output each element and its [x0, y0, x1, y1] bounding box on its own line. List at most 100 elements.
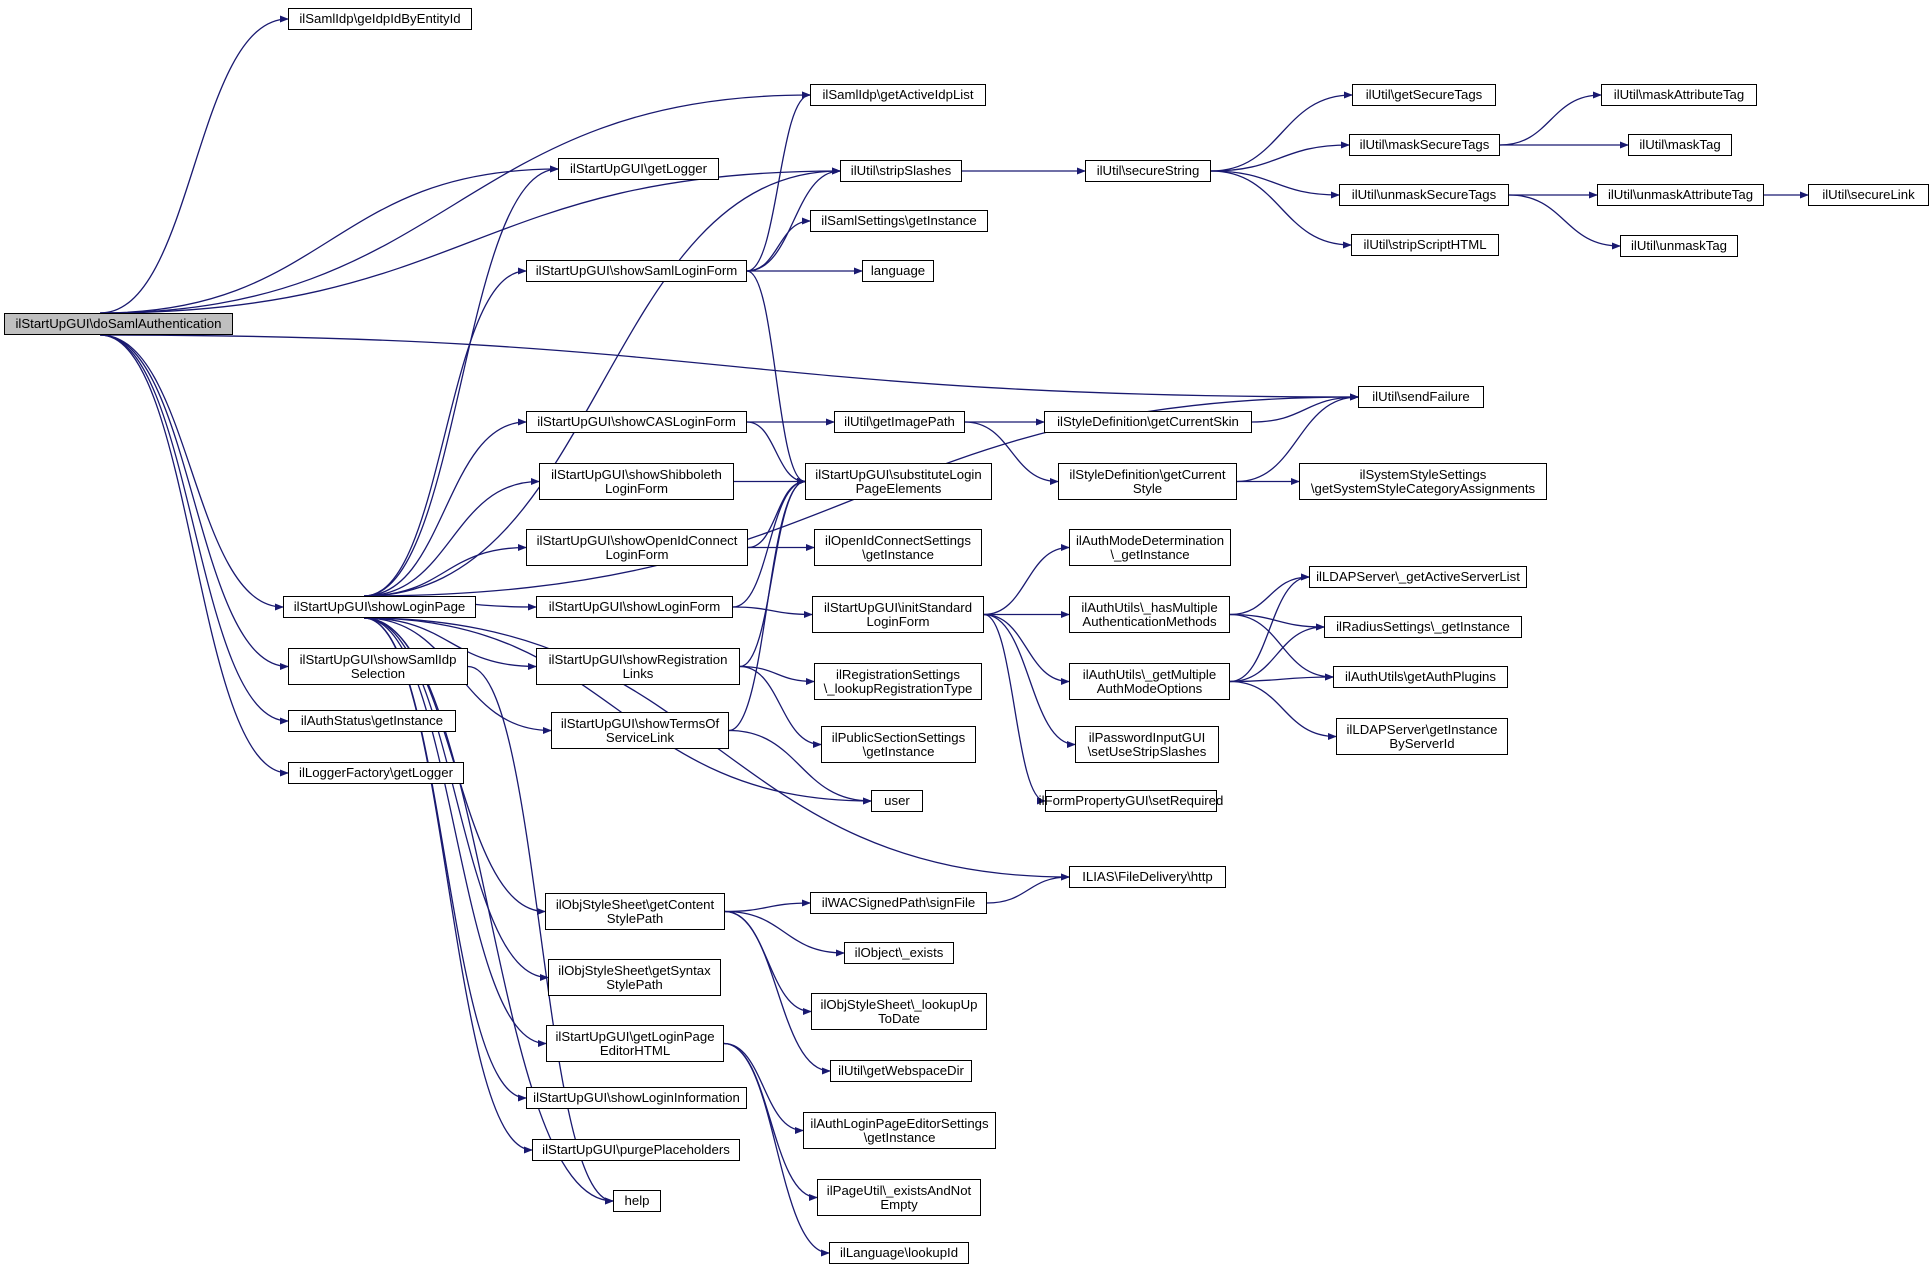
node-label-line: Links	[622, 665, 654, 681]
graph-node-n3[interactable]: ilStartUpGUI\getLogger	[558, 158, 719, 180]
node-label-line: ilSamlSettings\getInstance	[821, 213, 977, 228]
graph-node-n51[interactable]: ilObject\_exists	[844, 942, 954, 964]
graph-node-n16[interactable]: ilUtil\secureLink	[1808, 184, 1929, 206]
edge-n33-to-n39	[1229, 613, 1334, 681]
graph-node-n48[interactable]: ILIAS\FileDelivery\http	[1069, 866, 1226, 888]
graph-node-n13[interactable]: ilUtil\maskAttributeTag	[1601, 84, 1757, 106]
node-label-line: ilStartUpGUI\showCASLoginForm	[537, 414, 736, 429]
graph-node-n2[interactable]: ilSamlIdp\getActiveIdpList	[810, 84, 986, 106]
graph-node-n7[interactable]: language	[862, 260, 934, 282]
graph-node-n10[interactable]: ilUtil\maskSecureTags	[1349, 134, 1500, 156]
graph-node-n8[interactable]: ilUtil\secureString	[1085, 160, 1211, 182]
edge-n36-to-n42	[739, 665, 822, 749]
graph-node-n6[interactable]: ilStartUpGUI\showSamlLoginForm	[526, 260, 747, 282]
graph-node-n25[interactable]: ilSystemStyleSettings\getSystemStyleCate…	[1299, 463, 1547, 500]
node-label-line: ilUtil\getImagePath	[844, 414, 955, 429]
graph-node-n20[interactable]: ilUtil\getImagePath	[834, 411, 965, 433]
graph-node-n37[interactable]: ilRegistrationSettings\_lookupRegistrati…	[814, 663, 982, 700]
graph-node-n19[interactable]: ilStartUpGUI\showCASLoginForm	[526, 411, 747, 433]
edge-root-to-n30	[100, 334, 284, 611]
graph-node-n45[interactable]: ilLoggerFactory\getLogger	[288, 762, 464, 784]
graph-node-n61[interactable]: ilLanguage\lookupId	[829, 1242, 969, 1264]
graph-node-n14[interactable]: ilUtil\maskTag	[1628, 134, 1732, 156]
graph-node-n55[interactable]: ilUtil\getWebspaceDir	[830, 1060, 972, 1082]
node-label-line: ilStartUpGUI\showOpenIdConnect	[536, 532, 738, 548]
graph-node-n34[interactable]: ilRadiusSettings\_getInstance	[1324, 616, 1522, 638]
node-label-line: ilStartUpGUI\initStandard	[823, 599, 973, 615]
graph-node-n31[interactable]: ilStartUpGUI\showLoginForm	[536, 596, 733, 618]
node-label-line: ilAuthLoginPageEditorSettings	[810, 1115, 989, 1131]
edge-n41-to-n46	[728, 729, 872, 805]
node-label-line: AuthModeOptions	[1096, 680, 1203, 696]
node-label-line: ilObject\_exists	[854, 945, 944, 960]
node-label-line: ilRadiusSettings\_getInstance	[1336, 619, 1510, 634]
graph-node-n50[interactable]: ilWACSignedPath\signFile	[810, 892, 987, 914]
node-label-line: ilAuthModeDetermination	[1075, 532, 1225, 548]
node-label-line: ilPublicSectionSettings	[831, 729, 966, 745]
node-label-line: ilStartUpGUI\getLogger	[569, 161, 708, 176]
node-label-line: EditorHTML	[599, 1042, 671, 1058]
graph-node-n12[interactable]: ilUtil\stripScriptHTML	[1351, 234, 1499, 256]
node-label-line: ilStartUpGUI\showSamlLoginForm	[535, 263, 738, 278]
graph-node-n5[interactable]: ilSamlSettings\getInstance	[810, 210, 988, 232]
node-label-line: ilOpenIdConnectSettings	[825, 532, 971, 548]
graph-node-n47[interactable]: ilFormPropertyGUI\setRequired	[1039, 790, 1223, 812]
graph-node-n21[interactable]: ilStyleDefinition\getCurrentSkin	[1044, 411, 1252, 433]
node-label-line: ilSamlIdp\geIdpIdByEntityId	[299, 11, 461, 26]
node-label-line: ilUtil\stripSlashes	[850, 163, 952, 178]
graph-node-n46[interactable]: user	[871, 790, 923, 812]
node-label-line: ilUtil\getSecureTags	[1365, 87, 1483, 102]
graph-node-n11[interactable]: ilUtil\unmaskSecureTags	[1339, 184, 1509, 206]
graph-node-n58[interactable]: ilStartUpGUI\purgePlaceholders	[532, 1139, 740, 1161]
edge-n49-to-n50	[724, 899, 811, 913]
node-label-line: ilUtil\stripScriptHTML	[1363, 237, 1487, 252]
node-label-line: ilUtil\maskSecureTags	[1359, 137, 1490, 152]
node-label-line: ilStartUpGUI\showSamlIdp	[299, 651, 457, 667]
graph-node-n42[interactable]: ilPublicSectionSettings\getInstance	[821, 726, 976, 763]
edge-n38-to-n29	[1229, 573, 1310, 683]
node-label-line: ilPasswordInputGUI	[1088, 729, 1206, 745]
graph-node-n27[interactable]: ilOpenIdConnectSettings\getInstance	[814, 529, 982, 566]
node-label-line: \_getInstance	[1110, 546, 1190, 562]
node-label-line: ilStartUpGUI\showRegistration	[548, 651, 728, 667]
node-label-line: ilLDAPServer\_getActiveServerList	[1316, 569, 1520, 584]
node-label-line: ilUtil\secureString	[1096, 163, 1200, 178]
graph-node-n9[interactable]: ilUtil\getSecureTags	[1352, 84, 1496, 106]
edge-n31-to-n23	[732, 477, 806, 608]
node-label-line: LoginForm	[866, 613, 930, 629]
graph-node-n18[interactable]: ilUtil\sendFailure	[1358, 386, 1484, 408]
node-label-line: user	[884, 793, 910, 808]
graph-node-n17[interactable]: ilUtil\unmaskTag	[1620, 235, 1738, 257]
graph-node-n57[interactable]: ilAuthLoginPageEditorSettings\getInstanc…	[803, 1112, 996, 1149]
graph-node-n30[interactable]: ilStartUpGUI\showLoginPage	[283, 596, 476, 618]
graph-node-n44[interactable]: ilPasswordInputGUI\setUseStripSlashes	[1075, 726, 1219, 763]
graph-node-n28[interactable]: ilAuthModeDetermination\_getInstance	[1069, 529, 1231, 566]
graph-node-n15[interactable]: ilUtil\unmaskAttributeTag	[1597, 184, 1764, 206]
edge-n8-to-n12	[1210, 170, 1352, 249]
node-label-line: ByServerId	[1389, 735, 1455, 751]
graph-node-n1[interactable]: ilSamlIdp\geIdpIdByEntityId	[288, 8, 472, 30]
graph-node-n60[interactable]: help	[613, 1190, 661, 1212]
edge-n32-to-n28	[983, 543, 1070, 616]
graph-node-n56[interactable]: ilStartUpGUI\showLoginInformation	[526, 1087, 747, 1109]
graph-node-n29[interactable]: ilLDAPServer\_getActiveServerList	[1309, 566, 1527, 588]
graph-node-n39[interactable]: ilAuthUtils\getAuthPlugins	[1333, 666, 1508, 688]
graph-node-n40[interactable]: ilAuthStatus\getInstance	[288, 710, 456, 732]
graph-node-n4[interactable]: ilUtil\stripSlashes	[840, 160, 962, 182]
